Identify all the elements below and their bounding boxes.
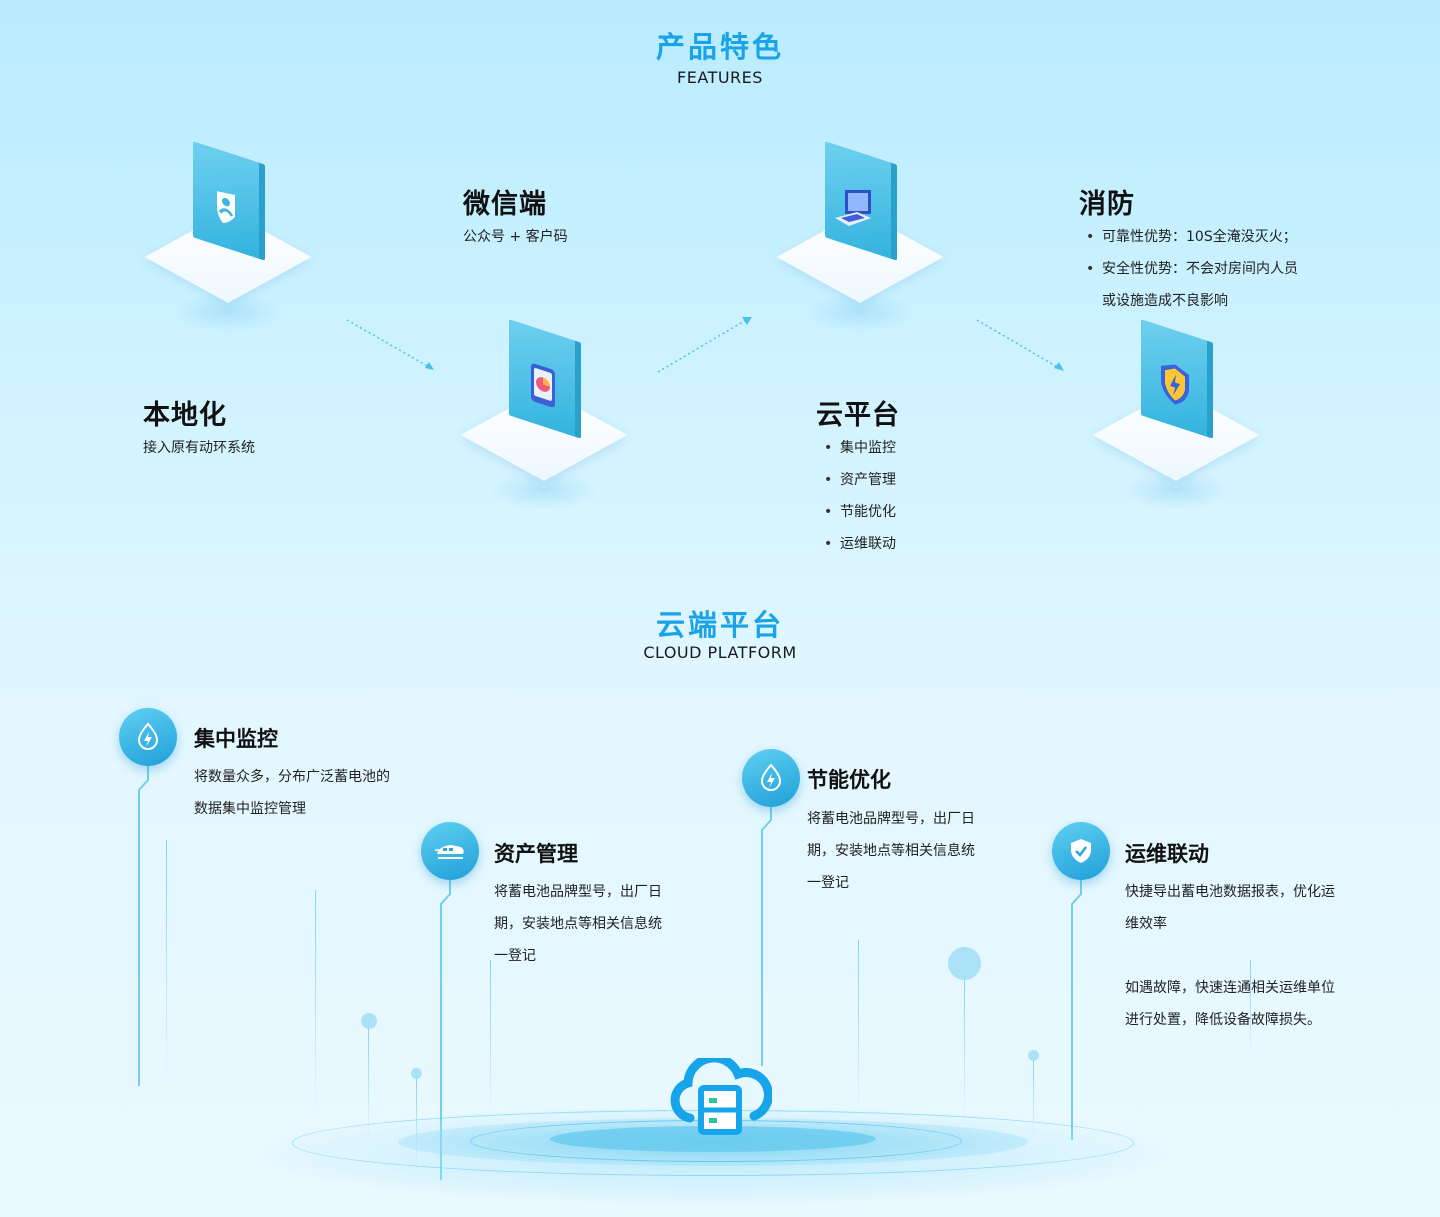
platform-item-title: 集中监控 [194, 727, 278, 751]
deco-line [490, 960, 491, 1120]
connector-line [761, 806, 772, 1066]
deco-line [1033, 1058, 1034, 1138]
platform-item-desc: 将数量众多，分布广泛蓄电池的数据集中监控管理 [194, 769, 390, 817]
cloud-item: 集中监控 [824, 432, 896, 464]
platform-item-title: 节能优化 [807, 768, 891, 792]
platform-item-desc: 快捷导出蓄电池数据报表，优化运维效率 [1125, 884, 1335, 932]
cloud-platform-tile [775, 141, 945, 342]
deco-dot [948, 947, 981, 980]
arrow-3 [976, 319, 1064, 371]
connector-line [1071, 880, 1082, 1140]
local-desc: 接入原有动环系统 [143, 440, 255, 456]
wechat-title: 微信端 [463, 189, 547, 220]
fire-item: 可靠性优势：10S全淹没灭火； [1086, 221, 1298, 253]
features-subtitle: FEATURES [677, 68, 763, 87]
wechat-desc: 公众号 + 客户码 [463, 229, 568, 245]
platform-item-desc: 将蓄电池品牌型号，出厂日期，安装地点等相关信息统一登记 [807, 811, 975, 891]
lightning-drop-icon [137, 722, 159, 750]
cloud-item: 节能优化 [824, 496, 896, 528]
platform-item-title: 运维联动 [1125, 842, 1209, 866]
shield-person-icon [217, 191, 235, 224]
deco-line [964, 975, 965, 1125]
fire-title: 消防 [1079, 189, 1135, 220]
lightning-drop-icon [760, 763, 782, 791]
deco-dot [1028, 1050, 1039, 1061]
arrow-2 [657, 317, 752, 373]
cloud-bullet-list: 集中监控 资产管理 节能优化 运维联动 [824, 432, 896, 560]
arrow-1 [346, 319, 434, 370]
platform-item-desc-2: 如遇故障，快速连通相关运维单位进行处置，降低设备故障损失。 [1125, 980, 1335, 1028]
deco-line [368, 1022, 369, 1142]
train-icon [435, 845, 464, 859]
platform-item-desc: 将蓄电池品牌型号，出厂日期，安装地点等相关信息统一登记 [494, 884, 662, 964]
cloud-item: 运维联动 [824, 528, 896, 560]
monitor-icon-badge [119, 708, 177, 766]
cloud-title: 云平台 [816, 400, 900, 431]
platform-subtitle: CLOUD PLATFORM [643, 643, 797, 662]
deco-line [315, 890, 316, 1120]
ops-icon-badge [1052, 822, 1110, 880]
wechat-tile [459, 319, 629, 520]
mobile-chart-icon [531, 363, 555, 408]
deco-line [858, 940, 859, 1120]
fire-item: 安全性优势：不会对房间内人员 [1086, 253, 1298, 285]
connector-line [440, 880, 451, 1180]
connector-line [138, 766, 149, 1086]
energy-icon-badge [742, 749, 800, 807]
shield-check-icon [1071, 839, 1091, 863]
platform-title: 云端平台 [655, 608, 784, 642]
deco-dot [361, 1013, 377, 1029]
platform-item-title: 资产管理 [494, 842, 578, 866]
local-title: 本地化 [143, 400, 227, 431]
cloud-server-icon [670, 1058, 772, 1135]
local-tile [143, 141, 313, 342]
features-title: 产品特色 [655, 30, 784, 64]
fire-bullet-list: 可靠性优势：10S全淹没灭火； 安全性优势：不会对房间内人员 或设施造成不良影响 [1086, 221, 1298, 317]
fire-item-continued: 或设施造成不良影响 [1102, 293, 1228, 309]
fire-tile [1091, 319, 1261, 520]
cloud-item: 资产管理 [824, 464, 896, 496]
asset-icon-badge [421, 822, 479, 880]
deco-line [1250, 960, 1251, 1060]
deco-dot [411, 1068, 422, 1079]
deco-line [166, 840, 167, 1090]
shield-lightning-icon [1161, 364, 1189, 405]
computer-icon [835, 190, 871, 226]
